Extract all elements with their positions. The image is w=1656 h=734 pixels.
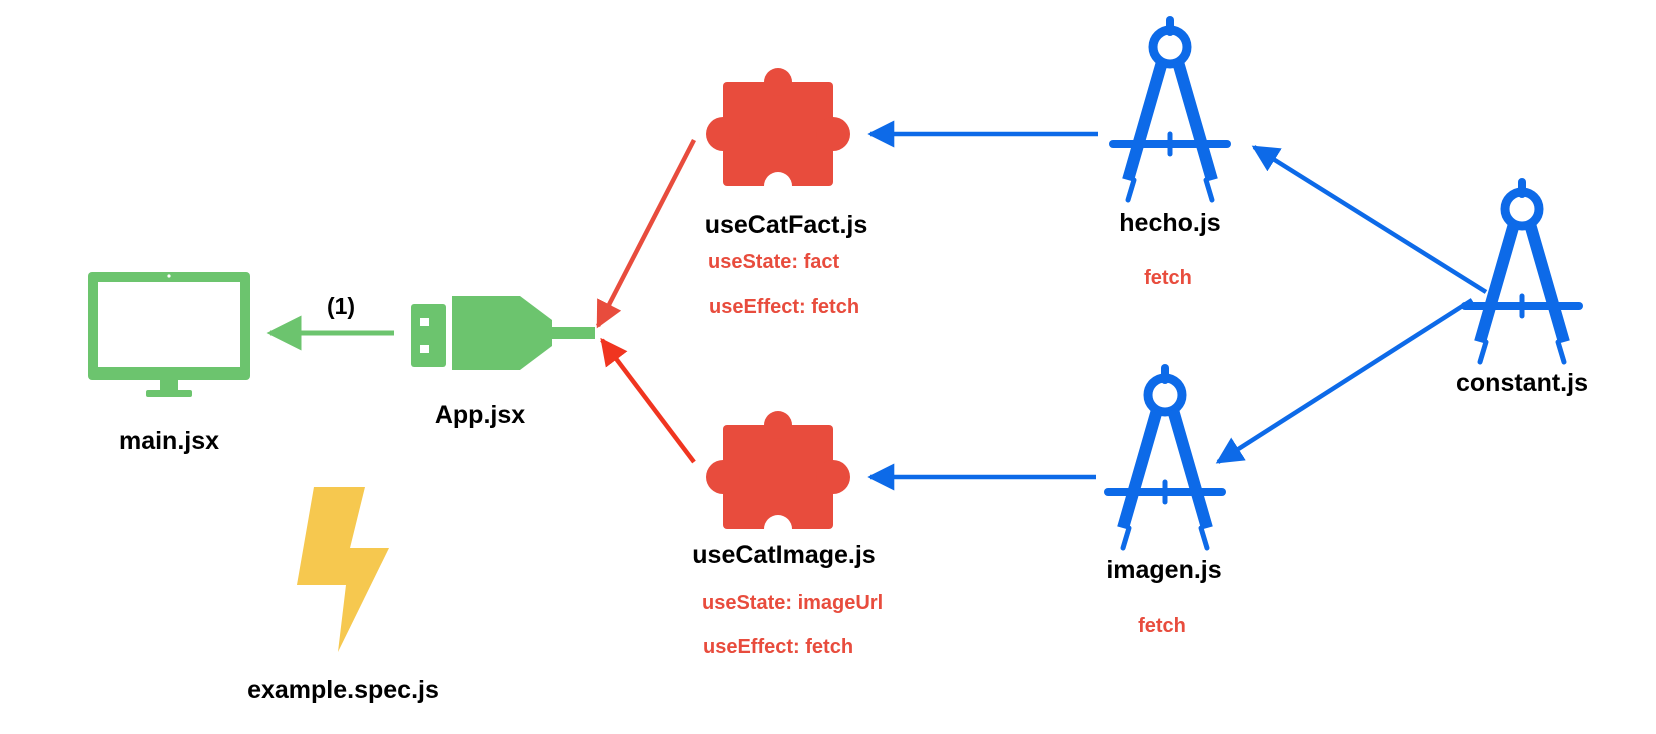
node-imagen-note: fetch	[1138, 615, 1186, 637]
node-app-label: App.jsx	[435, 401, 525, 429]
edge-usecatimage-to-app	[600, 337, 696, 464]
edge-constant-to-hecho	[1251, 145, 1488, 294]
node-constant[interactable]: constant.js	[1456, 182, 1588, 397]
edges-layer: (1)	[266, 120, 1488, 491]
edge-usecatfact-to-app	[596, 138, 696, 329]
node-usecatfact-note-effect: useEffect: fetch	[709, 296, 859, 318]
edge-app-to-main-label: (1)	[327, 293, 355, 319]
puzzle-piece-icon	[706, 411, 850, 543]
node-main[interactable]: main.jsx	[88, 272, 250, 455]
drafting-compass-icon	[1113, 20, 1227, 200]
node-usecatimage[interactable]: useCatImage.js useState: imageUrl useEff…	[692, 411, 883, 658]
node-app[interactable]: App.jsx	[411, 296, 595, 429]
drafting-compass-icon	[1108, 368, 1222, 548]
node-usecatimage-note-state: useState: imageUrl	[702, 592, 883, 614]
node-example[interactable]: example.spec.js	[247, 487, 439, 704]
node-imagen-label: imagen.js	[1106, 556, 1221, 584]
node-usecatimage-note-effect: useEffect: fetch	[703, 636, 853, 658]
node-hecho-note: fetch	[1144, 267, 1192, 289]
node-imagen[interactable]: imagen.js fetch	[1106, 368, 1222, 637]
node-usecatfact-label: useCatFact.js	[705, 211, 868, 239]
node-constant-label: constant.js	[1456, 369, 1588, 397]
node-usecatfact[interactable]: useCatFact.js useState: fact useEffect: …	[705, 68, 868, 318]
node-example-label: example.spec.js	[247, 676, 439, 704]
lightning-bolt-icon	[297, 487, 389, 652]
usb-plug-icon	[411, 296, 595, 370]
node-usecatimage-label: useCatImage.js	[692, 541, 875, 569]
node-main-label: main.jsx	[119, 427, 219, 455]
monitor-icon	[88, 272, 250, 397]
puzzle-piece-icon	[706, 68, 850, 200]
node-hecho[interactable]: hecho.js fetch	[1113, 20, 1227, 289]
drafting-compass-icon	[1465, 182, 1579, 362]
edge-constant-to-imagen	[1215, 298, 1474, 464]
node-hecho-label: hecho.js	[1119, 209, 1220, 237]
node-usecatfact-note-state: useState: fact	[708, 251, 839, 273]
